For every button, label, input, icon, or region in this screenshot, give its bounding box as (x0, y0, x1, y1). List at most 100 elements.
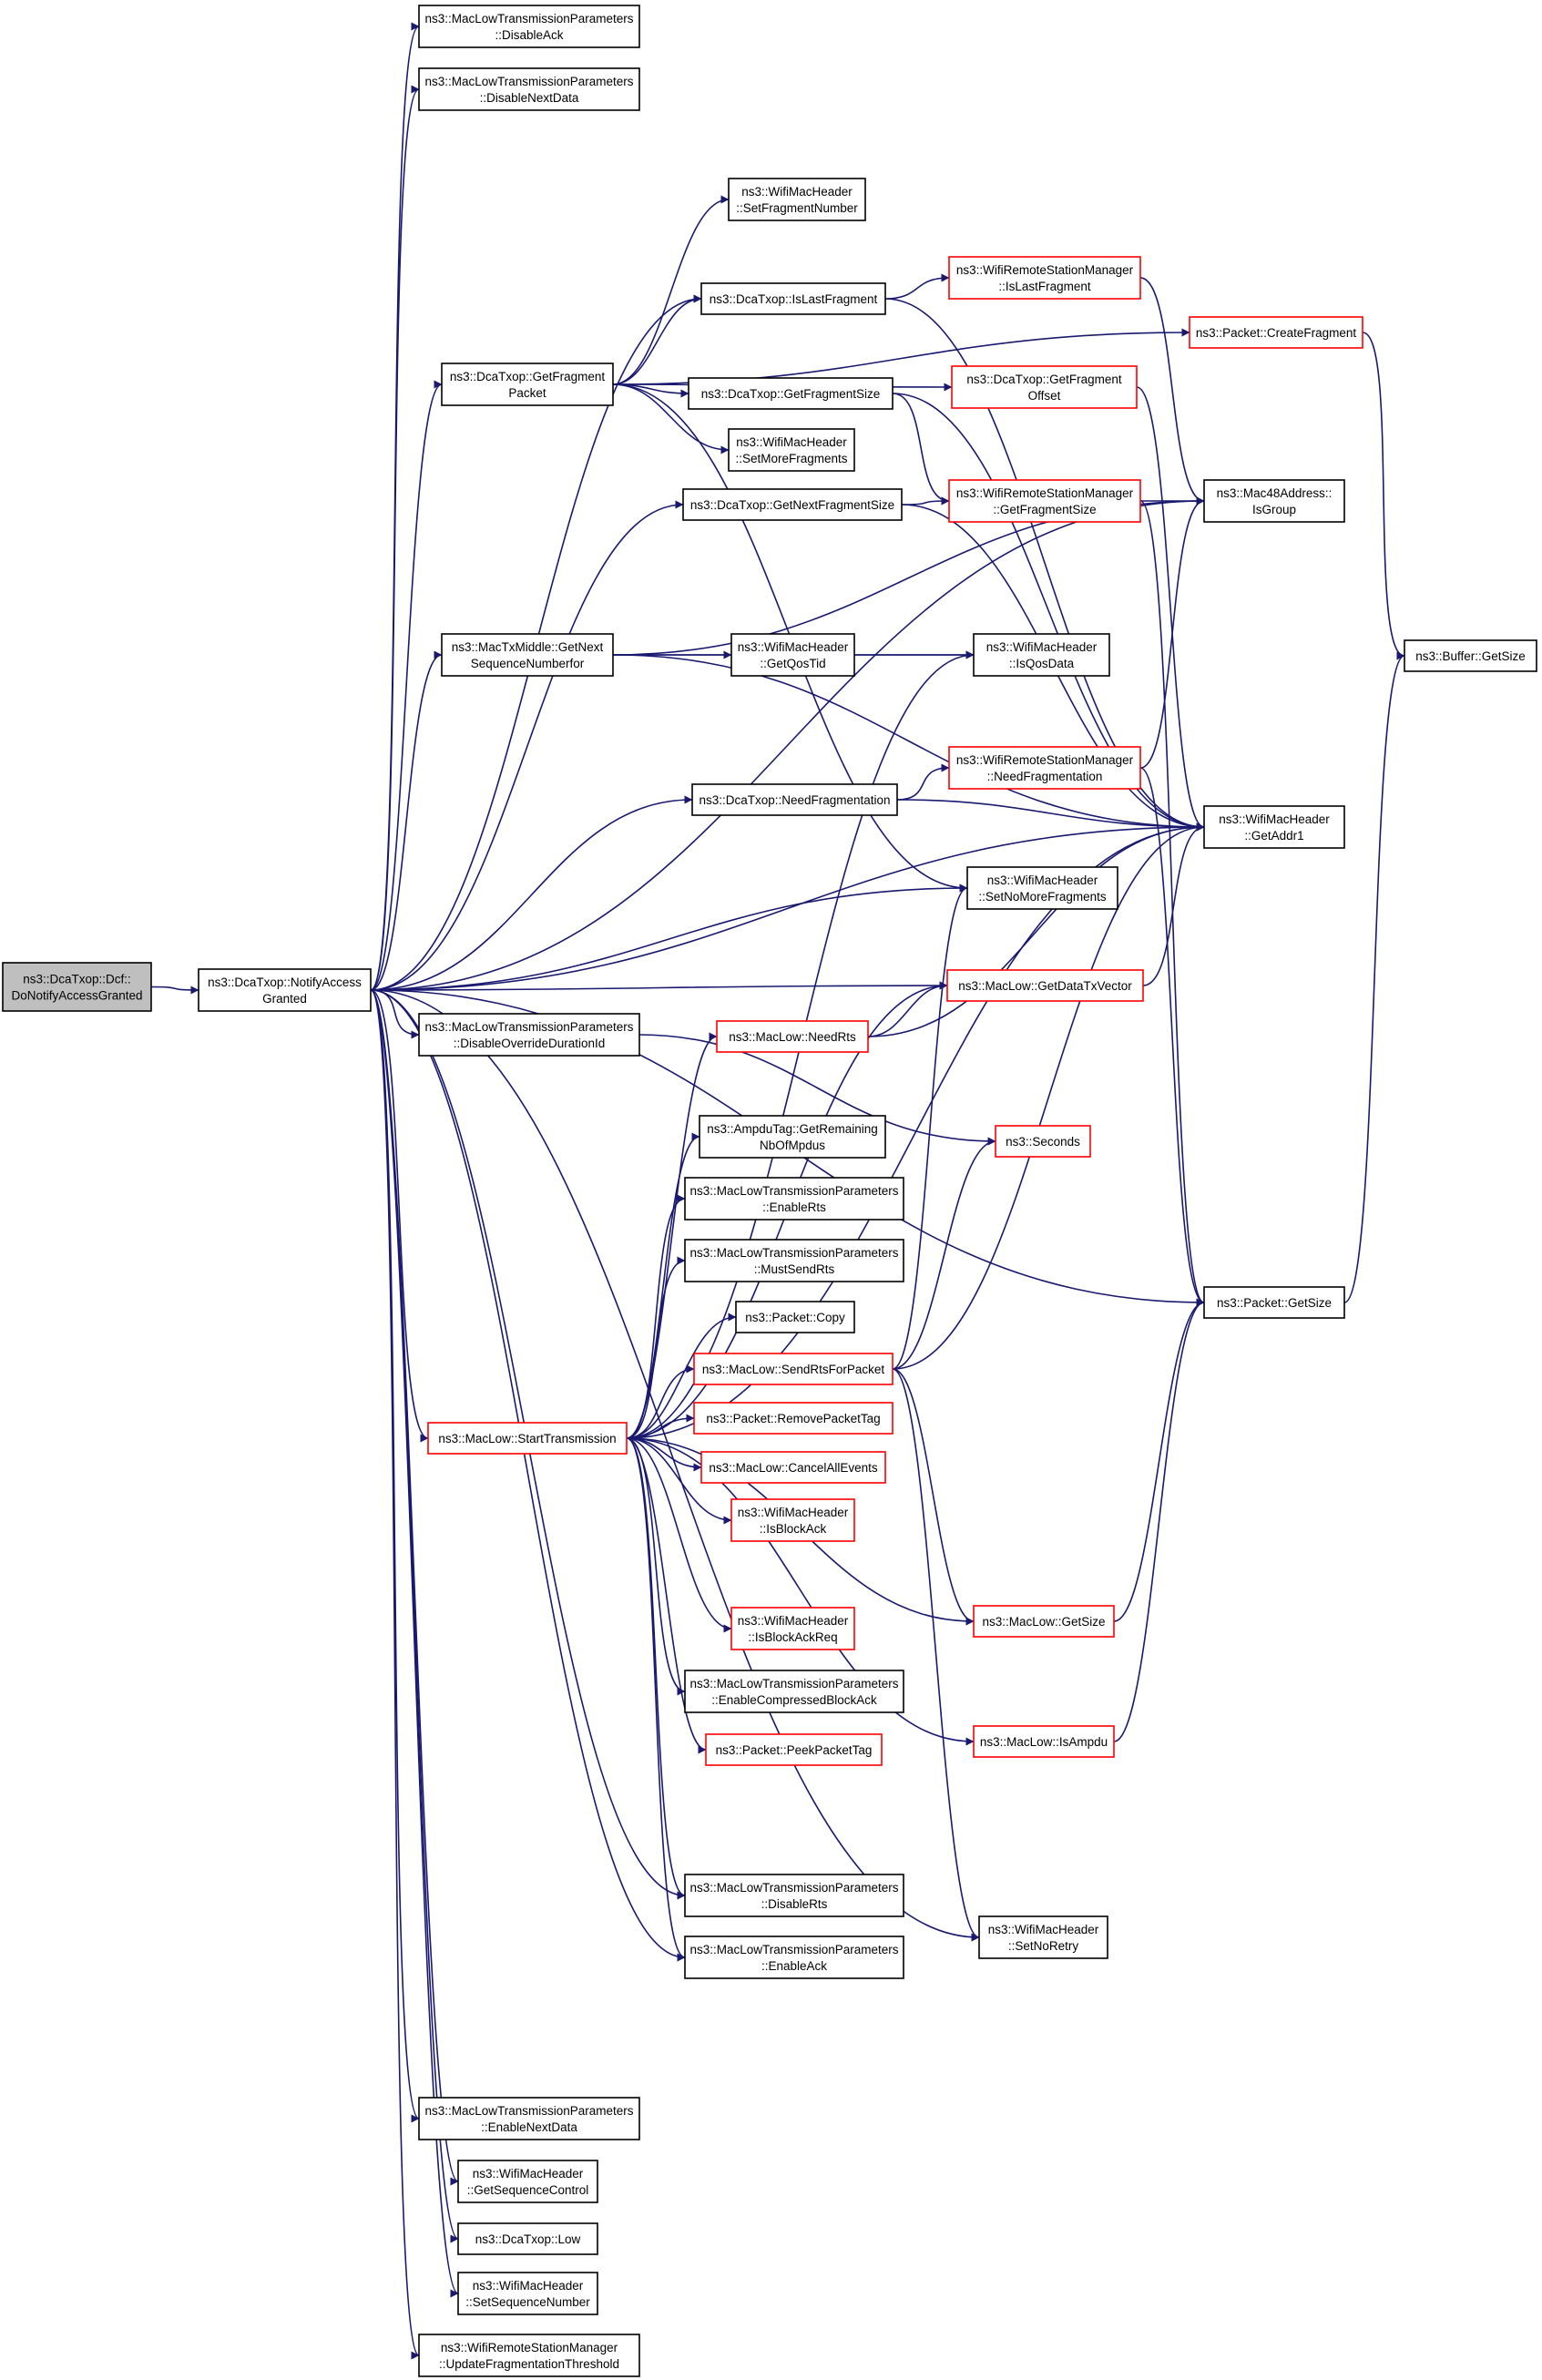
node-needRts[interactable]: ns3::MacLow::NeedRts (716, 1020, 869, 1053)
node-label-line: ns3::WifiMacHeader (736, 435, 847, 449)
node-getSeqControl[interactable]: ns3::WifiMacHeader::GetSequenceControl (457, 2160, 598, 2203)
node-box (728, 428, 855, 472)
node-box (948, 746, 1141, 790)
node-getAddr1[interactable]: ns3::WifiMacHeader::GetAddr1 (1203, 805, 1345, 849)
edge-notify-to-updateFragThresh (370, 989, 420, 2360)
node-label-line: Packet (508, 386, 546, 400)
edge-notify-to-setNoMoreFrags (370, 884, 968, 991)
node-packetCopy[interactable]: ns3::Packet::Copy (735, 1301, 855, 1333)
node-getNextSeq[interactable]: ns3::MacTxMiddle::GetNextSequenceNumberf… (441, 633, 614, 677)
node-label-line: ns3::WifiRemoteStationManager (956, 263, 1134, 277)
node-setFragNum[interactable]: ns3::WifiMacHeader::SetFragmentNumber (728, 178, 866, 221)
node-box (682, 488, 903, 521)
node-packetGetSize[interactable]: ns3::Packet::GetSize (1203, 1286, 1345, 1319)
node-label-line: ns3::WifiMacHeader (473, 2167, 584, 2181)
node-label-line: ns3::Packet::CreateFragment (1196, 326, 1357, 340)
node-label-line: ns3::WifiMacHeader (738, 1614, 849, 1628)
node-enableRts[interactable]: ns3::MacLowTransmissionParameters::Enabl… (684, 1177, 904, 1221)
node-setMoreFrags[interactable]: ns3::WifiMacHeader::SetMoreFragments (728, 428, 855, 472)
node-box (699, 1115, 886, 1159)
node-enableAck[interactable]: ns3::MacLowTransmissionParameters::Enabl… (684, 1936, 904, 1979)
edge-rsmNeedFrag-to-isGroup (1139, 496, 1205, 769)
node-box (457, 2272, 598, 2315)
node-label-line: ::UpdateFragmentationThreshold (439, 2357, 619, 2371)
node-setNoMoreFrags[interactable]: ns3::WifiMacHeader::SetNoMoreFragments (966, 866, 1118, 910)
node-isBlockAck[interactable]: ns3::WifiMacHeader::IsBlockAck (730, 1498, 855, 1542)
node-label-line: ns3::DcaTxop::NotifyAccess (208, 975, 362, 989)
node-box (2, 962, 152, 1012)
node-rsmNeedFrag[interactable]: ns3::WifiRemoteStationManager::NeedFragm… (948, 746, 1141, 790)
node-label-line: ::IsLastFragment (998, 280, 1091, 293)
edge-getFragSize-to-rsmGetFragSize (892, 393, 950, 506)
node-enableCompressed[interactable]: ns3::MacLowTransmissionParameters::Enabl… (684, 1670, 904, 1713)
node-dcaLow[interactable]: ns3::DcaTxop::Low (457, 2222, 598, 2255)
node-getDataTxVector[interactable]: ns3::MacLow::GetDataTxVector (946, 969, 1144, 1002)
node-updateFragThresh[interactable]: ns3::WifiRemoteStationManager::UpdateFra… (418, 2334, 640, 2377)
node-box (1203, 479, 1345, 523)
node-getFragSize[interactable]: ns3::DcaTxop::GetFragmentSize (688, 377, 894, 410)
node-label-line: ns3::MacLowTransmissionParameters (424, 75, 633, 88)
node-enableNextData[interactable]: ns3::MacLowTransmissionParameters::Enabl… (418, 2097, 640, 2140)
node-box (1189, 316, 1363, 349)
node-label-line: ns3::AmpduTag::GetRemaining (707, 1122, 878, 1136)
node-disableRts[interactable]: ns3::MacLowTransmissionParameters::Disab… (684, 1874, 904, 1917)
node-rsmGetFragSize[interactable]: ns3::WifiRemoteStationManager::GetFragme… (948, 479, 1141, 523)
node-getNextFragSize[interactable]: ns3::DcaTxop::GetNextFragmentSize (682, 488, 903, 521)
node-box (684, 1239, 904, 1282)
node-mustSendRts[interactable]: ns3::MacLowTransmissionParameters::MustS… (684, 1239, 904, 1282)
node-label-line: ::SetFragmentNumber (736, 201, 858, 215)
edge-startTx-to-peekPacketTag (626, 1437, 707, 1754)
node-disableAck[interactable]: ns3::MacLowTransmissionParameters::Disab… (418, 5, 640, 48)
edge-notify-to-getAddr1 (370, 822, 1205, 991)
node-removePacketTag[interactable]: ns3::Packet::RemovePacketTag (693, 1402, 894, 1435)
node-label-line: ns3::Mac48Address:: (1217, 486, 1333, 500)
node-isGroup[interactable]: ns3::Mac48Address::IsGroup (1203, 479, 1345, 523)
node-box (418, 5, 640, 48)
node-seconds[interactable]: ns3::Seconds (995, 1125, 1091, 1158)
node-label-line: ns3::WifiMacHeader (738, 1506, 849, 1519)
node-box (973, 1725, 1115, 1758)
node-macLowGetSize[interactable]: ns3::MacLow::GetSize (973, 1605, 1115, 1638)
edge-startTx-to-sendRtsForPacket (626, 1364, 695, 1439)
edge-isLastFragDca-to-getAddr1 (884, 298, 1205, 832)
node-box (730, 1607, 855, 1650)
node-needFragDca[interactable]: ns3::DcaTxop::NeedFragmentation (691, 783, 898, 816)
node-disableNextData[interactable]: ns3::MacLowTransmissionParameters::Disab… (418, 67, 640, 111)
node-createFragment[interactable]: ns3::Packet::CreateFragment (1189, 316, 1363, 349)
node-setNoRetry[interactable]: ns3::WifiMacHeader::SetNoRetry (978, 1915, 1108, 1959)
edge-getNextFragSize-to-rsmGetFragSize (901, 496, 950, 506)
node-label-line: ns3::Packet::GetSize (1217, 1296, 1332, 1310)
node-box (418, 1013, 640, 1057)
node-cancelAllEvents[interactable]: ns3::MacLow::CancelAllEvents (700, 1451, 886, 1484)
node-rsmIsLastFrag[interactable]: ns3::WifiRemoteStationManager::IsLastFra… (948, 256, 1141, 300)
node-getQosTid[interactable]: ns3::WifiMacHeader::GetQosTid (730, 633, 855, 677)
node-label-line: ::SetNoMoreFragments (978, 890, 1107, 904)
node-setSeqNumber[interactable]: ns3::WifiMacHeader::SetSequenceNumber (457, 2272, 598, 2315)
node-isAmpdu[interactable]: ns3::MacLow::IsAmpdu (973, 1725, 1115, 1758)
node-peekPacketTag[interactable]: ns3::Packet::PeekPacketTag (705, 1733, 883, 1766)
edge-getDataTxVector-to-getAddr1 (1142, 822, 1205, 986)
node-label-line: ns3::DcaTxop::GetFragmentSize (701, 387, 881, 401)
edge-isLastFragDca-to-rsmIsLastFrag (884, 273, 950, 300)
node-bufferGetSize[interactable]: ns3::Buffer::GetSize (1404, 639, 1537, 672)
node-isQosData[interactable]: ns3::WifiMacHeader::IsQosData (973, 633, 1110, 677)
node-box (705, 1733, 883, 1766)
node-isLastFragDca[interactable]: ns3::DcaTxop::IsLastFragment (700, 282, 886, 315)
node-label-line: DoNotifyAccessGranted (11, 989, 142, 1003)
node-root[interactable]: ns3::DcaTxop::Dcf::DoNotifyAccessGranted (2, 962, 152, 1012)
node-box (684, 1936, 904, 1979)
edge-getNextSeq-to-getAddr1 (612, 654, 1205, 832)
node-label-line: ns3::WifiMacHeader (1219, 812, 1330, 826)
node-isBlockAckReq[interactable]: ns3::WifiMacHeader::IsBlockAckReq (730, 1607, 855, 1650)
node-label-line: ns3::MacLowTransmissionParameters (689, 1246, 898, 1260)
node-notify[interactable]: ns3::DcaTxop::NotifyAccessGranted (198, 968, 372, 1012)
edge-needFragDca-to-rsmNeedFrag (896, 763, 950, 801)
node-startTx[interactable]: ns3::MacLow::StartTransmission (427, 1422, 628, 1455)
node-label-line: ns3::Buffer::GetSize (1415, 649, 1526, 663)
node-disableOverride[interactable]: ns3::MacLowTransmissionParameters::Disab… (418, 1013, 640, 1057)
node-sendRtsForPacket[interactable]: ns3::MacLow::SendRtsForPacket (693, 1353, 894, 1385)
